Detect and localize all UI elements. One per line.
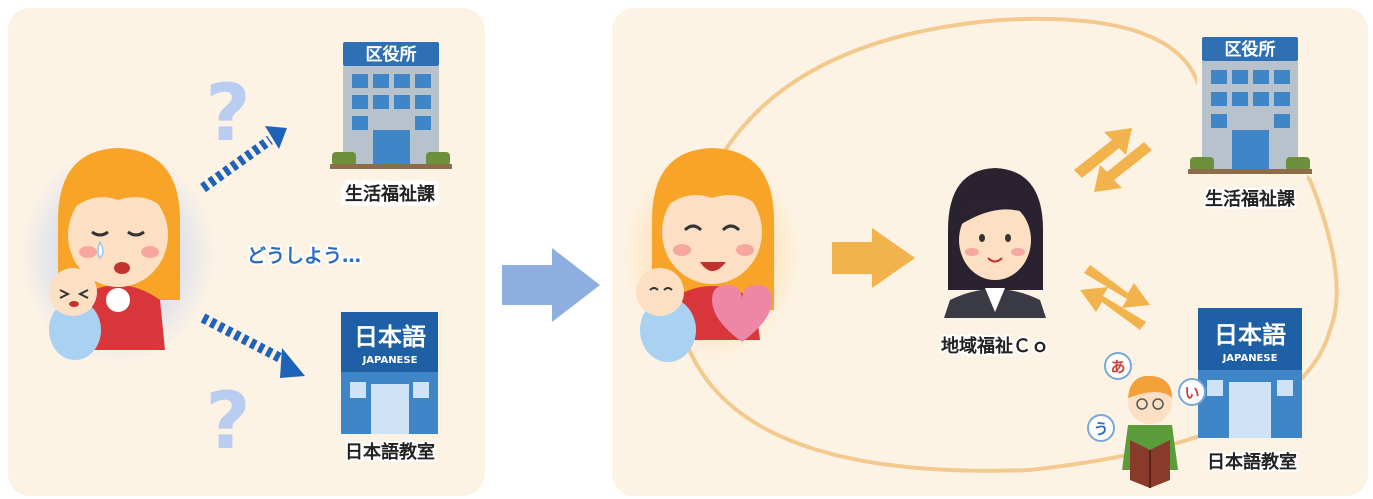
worried-mother-illustration [20, 145, 216, 365]
bubble-i: い [1178, 378, 1206, 406]
svg-text:日本語: 日本語 [1214, 321, 1286, 349]
question-mark-icon-top: ? [205, 69, 250, 159]
orange-arrow-to-coordinator-icon [832, 228, 915, 288]
svg-text:区役所: 区役所 [366, 44, 417, 65]
thought-text: どうしよう… [247, 245, 361, 267]
svg-text:あ: あ [1110, 358, 1125, 376]
network-ring [673, 16, 1339, 473]
svg-text:?: ? [205, 377, 250, 467]
svg-text:区役所: 区役所 [1225, 39, 1276, 60]
dashed-arrow-up-icon [200, 135, 273, 193]
ward-office-building-right: 区役所 [1188, 37, 1312, 174]
exchange-arrows-school-icon [1080, 265, 1150, 330]
school-label-left: 日本語教室 [345, 441, 435, 463]
ward-office-building-left: 区役所 [330, 42, 452, 169]
coordinator-illustration [944, 168, 1046, 318]
japanese-school-building-left: 日本語 JAPANESE [341, 312, 438, 434]
bubble-u: う [1087, 414, 1115, 442]
dashed-arrow-down-head [280, 348, 305, 378]
coordinator-label: 地域福祉Ｃｏ [941, 335, 1049, 357]
question-mark-icon-bottom: ? [205, 377, 250, 467]
student-reading-illustration [1122, 375, 1178, 488]
svg-text:JAPANESE: JAPANESE [362, 355, 418, 366]
dashed-arrow-up-head [265, 126, 287, 149]
exchange-arrows-office-icon [1074, 128, 1152, 192]
svg-text:う: う [1093, 420, 1108, 438]
svg-text:JAPANESE: JAPANESE [1222, 353, 1278, 364]
svg-text:い: い [1184, 384, 1199, 402]
svg-text:?: ? [205, 69, 250, 159]
office-label-left: 生活福祉課 [345, 183, 436, 205]
svg-text:日本語: 日本語 [354, 323, 426, 351]
bubble-a: あ [1104, 352, 1132, 380]
school-label-right: 日本語教室 [1207, 451, 1297, 473]
office-label-right: 生活福祉課 [1205, 188, 1296, 210]
transition-arrow-icon [502, 248, 600, 322]
happy-mother-illustration [622, 147, 802, 363]
japanese-school-building-right: 日本語 JAPANESE [1198, 308, 1302, 438]
dashed-arrow-down-icon [200, 313, 291, 367]
